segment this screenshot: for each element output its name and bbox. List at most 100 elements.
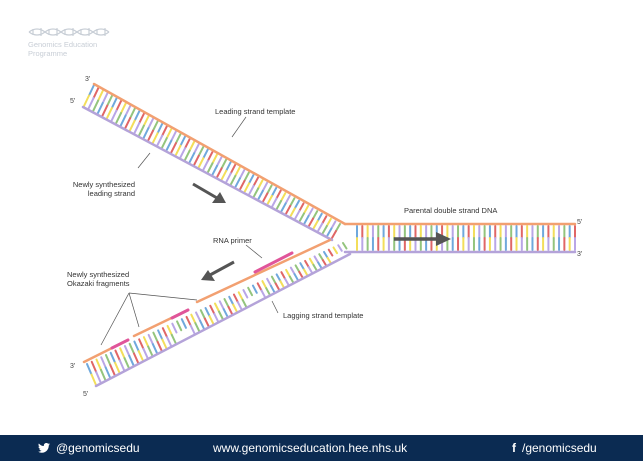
lower-5-prime-end: 5' <box>83 391 88 398</box>
leading-base-pair <box>138 124 145 137</box>
lagging-base <box>228 295 235 306</box>
lagging-base <box>114 349 121 362</box>
leading-base <box>165 127 173 140</box>
lagging-base-pair <box>232 303 239 314</box>
website-link[interactable]: www.genomicseducation.hee.nhs.uk <box>213 441 408 455</box>
lagging-base-pair <box>317 261 323 270</box>
leading-base-pair <box>331 230 337 239</box>
lagging-base-pair <box>156 340 163 353</box>
leading-base-pair <box>216 167 223 178</box>
leading-rung <box>156 125 168 147</box>
lagging-base-pair <box>114 361 121 374</box>
leading-base <box>156 122 164 135</box>
leading-base <box>243 171 250 182</box>
lagging-base <box>256 282 263 292</box>
lagging-base <box>218 300 225 311</box>
leading-rung <box>331 223 341 239</box>
lagging-base-pair <box>307 266 314 275</box>
lagging-base <box>275 273 282 283</box>
leading-rung <box>266 186 278 205</box>
lagging-base <box>342 242 348 250</box>
direction-arrows <box>192 182 451 281</box>
upper-3-prime-end: 3' <box>85 76 90 83</box>
leading-base-pair <box>142 127 150 139</box>
twitter-icon[interactable] <box>38 443 50 453</box>
leading-base-pair <box>119 114 127 127</box>
facebook-icon[interactable]: f <box>512 441 516 455</box>
lagging-rung <box>313 255 323 270</box>
lagging-base <box>266 277 272 287</box>
lagging-base <box>180 318 187 329</box>
leading-direction-arrow <box>192 182 226 203</box>
leading-rung <box>138 114 150 137</box>
leading-base <box>216 156 223 167</box>
genomics-education-logo <box>28 28 110 36</box>
leading-base-pair <box>248 184 255 195</box>
leading-base-pair <box>275 199 283 210</box>
leading-base <box>110 96 118 110</box>
lagging-rung <box>285 268 295 285</box>
lagging-rung <box>109 351 121 374</box>
leading-base <box>211 153 218 165</box>
leading-base-pair <box>271 197 278 208</box>
leading-base <box>170 130 177 142</box>
lagging-base <box>247 286 254 297</box>
lagging-base <box>86 363 93 376</box>
lagging-base-pair <box>203 317 210 328</box>
leading-template-backbone <box>92 82 347 226</box>
lagging-rung <box>138 338 149 360</box>
leading-rung <box>165 130 177 151</box>
footer-bar: @genomicsedu www.genomicseducation.hee.n… <box>0 435 643 461</box>
fork-direction-arrow <box>394 232 451 246</box>
leading-base-pair <box>220 169 228 181</box>
lagging-base <box>251 284 258 294</box>
leading-rung <box>174 135 187 156</box>
lower-3-prime-end: 3' <box>70 363 75 370</box>
leading-base-pair <box>101 104 109 117</box>
leading-rung <box>229 166 241 186</box>
leading-rung <box>207 153 218 173</box>
lagging-rung <box>247 286 254 297</box>
leading-rung <box>303 207 314 225</box>
leading-base-pair <box>184 149 191 161</box>
lagging-base <box>109 351 117 364</box>
leading-base <box>261 181 269 192</box>
right-3-prime-end: 3' <box>577 251 582 258</box>
leading-base-pair <box>165 139 173 151</box>
leading-rung <box>234 168 246 188</box>
lagging-base-pair <box>218 310 224 321</box>
facebook-handle[interactable]: /genomicsedu <box>522 441 597 455</box>
leading-rung <box>243 174 255 193</box>
lagging-base <box>261 280 268 290</box>
leading-rung <box>147 120 159 142</box>
leading-base-pair <box>174 144 182 156</box>
leading-rung <box>225 163 237 183</box>
leading-base <box>133 109 141 122</box>
lagging-base-pair <box>208 315 215 326</box>
lagging-base <box>100 356 107 369</box>
lagging-rung <box>157 329 168 350</box>
lagging-rung <box>214 302 224 321</box>
leading-base <box>197 145 205 157</box>
lagging-rung <box>251 284 258 294</box>
lagging-base-pair <box>128 354 135 367</box>
leading-base-pair <box>87 97 95 110</box>
lagging-base-pair <box>104 366 112 379</box>
leading-rung <box>197 148 209 169</box>
twitter-handle[interactable]: @genomicsedu <box>56 441 140 455</box>
lagging-base <box>308 257 315 266</box>
lagging-base <box>133 340 140 353</box>
lagging-base <box>223 298 230 308</box>
leading-base-pair <box>285 204 292 215</box>
leading-base-pair <box>110 109 118 122</box>
leading-rung <box>220 161 232 181</box>
lagging-rung <box>280 271 290 287</box>
leading-base <box>179 135 187 147</box>
leading-base <box>302 204 310 215</box>
leading-rung <box>193 145 205 166</box>
leading-base <box>238 168 246 180</box>
leading-base <box>147 117 155 130</box>
lagging-rung <box>128 342 140 365</box>
lagging-base <box>128 342 135 355</box>
lagging-base <box>304 259 310 269</box>
